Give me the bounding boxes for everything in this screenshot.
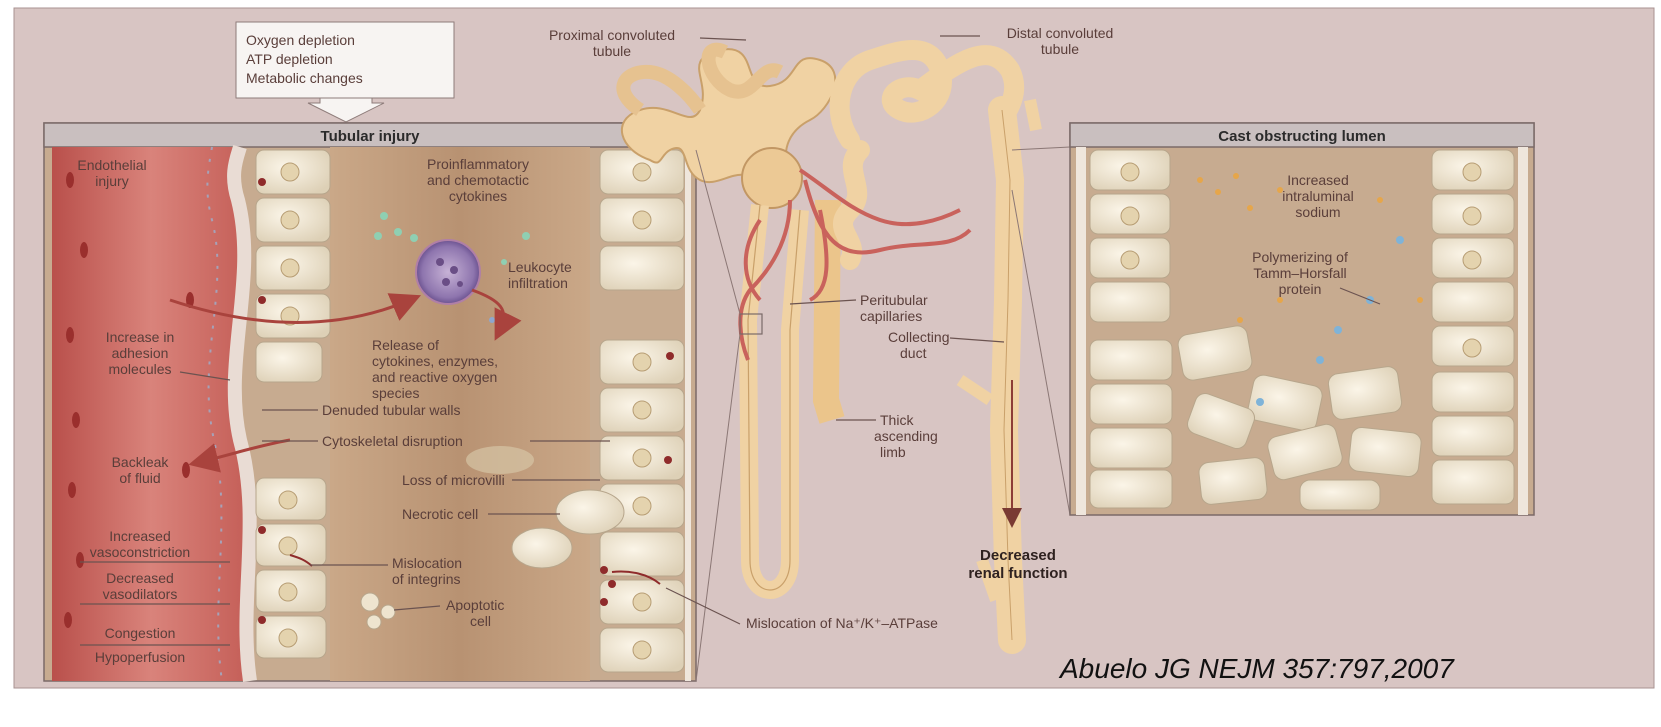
label-congestion: Congestion xyxy=(105,625,176,641)
label-cytokines-3: cytokines xyxy=(449,188,507,204)
label-sodium-3: sodium xyxy=(1295,204,1340,220)
cast-panel-title: Cast obstructing lumen xyxy=(1218,128,1386,145)
label-adhesion-2: adhesion xyxy=(112,345,169,361)
label-integrins-1: Mislocation xyxy=(392,555,462,571)
label-proximal-1: Proximal convoluted xyxy=(549,27,675,43)
label-release-3: and reactive oxygen xyxy=(372,369,497,385)
tubular-injury-panel: Tubular injury xyxy=(44,123,696,681)
label-cytoskeletal: Cytoskeletal disruption xyxy=(322,433,463,449)
label-adhesion-1: Increase in xyxy=(106,329,174,345)
label-distal-1: Distal convoluted xyxy=(1007,25,1114,41)
label-cytokines-2: and chemotactic xyxy=(427,172,529,188)
label-sodium-1: Increased xyxy=(1287,172,1348,188)
label-necrotic: Necrotic cell xyxy=(402,506,478,522)
label-peritubular-2: capillaries xyxy=(860,308,922,324)
right-epithelial-cells xyxy=(600,150,684,672)
shed-cell xyxy=(512,528,572,568)
label-distal-2: tubule xyxy=(1041,41,1079,57)
label-collecting-1: Collecting xyxy=(888,329,949,345)
label-backleak-1: Backleak xyxy=(112,454,170,470)
label-integrins-2: of integrins xyxy=(392,571,460,587)
label-thick-1: Thick xyxy=(880,412,914,428)
trigger-line-3: Metabolic changes xyxy=(246,70,363,86)
cast-membrane-right xyxy=(1518,147,1528,515)
label-endothelial-2: injury xyxy=(95,173,128,189)
duct-branch-top xyxy=(1030,100,1036,130)
label-vasodilators-1: Decreased xyxy=(106,570,174,586)
leukocyte xyxy=(416,240,480,304)
label-release-2: cytokines, enzymes, xyxy=(372,353,498,369)
label-release-4: species xyxy=(372,385,419,401)
cast-membrane-left xyxy=(1076,147,1086,515)
cast-panel: Cast obstructing lumen xyxy=(1070,123,1534,515)
trigger-line-1: Oxygen depletion xyxy=(246,32,355,48)
label-thick-2: ascending xyxy=(874,428,938,444)
label-atpase: Mislocation of Na⁺/K⁺–ATPase xyxy=(746,615,938,631)
label-leukocyte-1: Leukocyte xyxy=(508,259,572,275)
label-tamm-2: Tamm–Horsfall xyxy=(1253,265,1346,281)
label-hypoperfusion: Hypoperfusion xyxy=(95,649,185,665)
label-tamm-1: Polymerizing of xyxy=(1252,249,1348,265)
label-microvilli: Loss of microvilli xyxy=(402,472,505,488)
label-peritubular-1: Peritubular xyxy=(860,292,928,308)
label-vasoconstriction-2: vasoconstriction xyxy=(90,544,190,560)
tubular-injury-title: Tubular injury xyxy=(321,128,421,145)
label-proximal-2: tubule xyxy=(593,43,631,59)
glomerulus xyxy=(742,148,802,208)
label-tamm-3: protein xyxy=(1279,281,1322,297)
label-decreased-1: Decreased xyxy=(980,547,1056,564)
label-cytokines-1: Proinflammatory xyxy=(427,156,529,172)
necrotic-cell xyxy=(556,490,624,534)
label-leukocyte-2: infiltration xyxy=(508,275,568,291)
label-vasodilators-2: vasodilators xyxy=(103,586,178,602)
label-decreased-2: renal function xyxy=(968,565,1067,582)
detached-cell xyxy=(466,446,534,474)
label-adhesion-3: molecules xyxy=(108,361,171,377)
label-release-1: Release of xyxy=(372,337,439,353)
label-apoptotic-1: Apoptotic xyxy=(446,597,504,613)
trigger-line-2: ATP depletion xyxy=(246,51,333,67)
label-backleak-2: of fluid xyxy=(119,470,160,486)
citation-text: Abuelo JG NEJM 357:797,2007 xyxy=(1058,653,1455,684)
label-vasoconstriction-1: Increased xyxy=(109,528,170,544)
label-collecting-2: duct xyxy=(900,345,927,361)
label-sodium-2: intraluminal xyxy=(1282,188,1354,204)
label-thick-3: limb xyxy=(880,444,906,460)
label-denuded: Denuded tubular walls xyxy=(322,402,461,418)
label-endothelial-1: Endothelial xyxy=(77,157,146,173)
label-apoptotic-2: cell xyxy=(470,613,491,629)
